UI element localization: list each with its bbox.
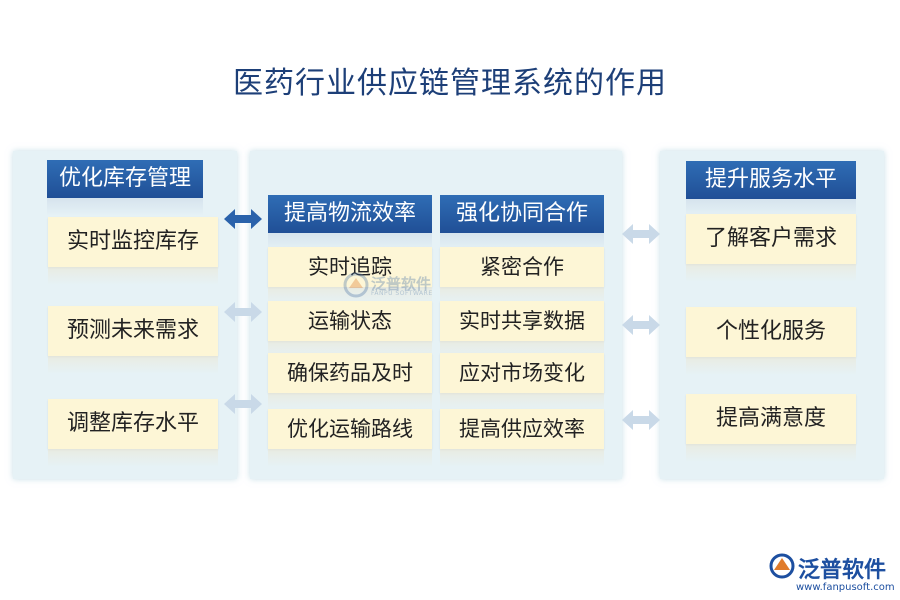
double-arrow-icon	[622, 313, 660, 337]
panel-inventory: 优化库存管理 实时监控库存 预测未来需求 调整库存水平	[13, 151, 237, 479]
box-collab-1: 紧密合作	[440, 247, 604, 305]
box-inventory-2: 预测未来需求	[48, 306, 218, 374]
logo-url: www.fanpusoft.com	[796, 582, 895, 593]
box-service-2: 个性化服务	[686, 307, 856, 375]
header-inventory: 优化库存管理	[47, 160, 203, 216]
box-logistics-2: 运输状态	[268, 301, 432, 359]
double-arrow-icon	[224, 207, 262, 231]
watermark-subtext: FANPU SOFTWARE	[371, 290, 433, 297]
double-arrow-icon	[622, 408, 660, 432]
watermark-text: 泛普软件	[371, 275, 432, 293]
box-collab-4: 提高供应效率	[440, 409, 604, 467]
fanpu-logo-icon	[769, 553, 795, 579]
box-service-3: 提高满意度	[686, 394, 856, 462]
fanpu-logo-icon	[343, 272, 369, 298]
logo-text: 泛普软件	[798, 558, 887, 583]
box-logistics-1: 实时追踪	[268, 247, 432, 305]
double-arrow-icon	[224, 392, 262, 416]
diagram-title: 医药行业供应链管理系统的作用	[233, 66, 667, 101]
header-service: 提升服务水平	[686, 161, 856, 217]
box-service-1: 了解客户需求	[686, 214, 856, 282]
box-inventory-3: 调整库存水平	[48, 399, 218, 467]
box-collab-2: 实时共享数据	[440, 301, 604, 359]
double-arrow-icon	[224, 300, 262, 324]
header-collaboration: 强化协同合作	[440, 195, 604, 251]
watermark: 泛普软件 FANPU SOFTWARE	[343, 272, 443, 300]
brand-logo: 泛普软件 www.fanpusoft.com	[768, 552, 895, 597]
box-collab-3: 应对市场变化	[440, 353, 604, 411]
box-logistics-3: 确保药品及时	[268, 353, 432, 411]
box-logistics-4: 优化运输路线	[268, 409, 432, 467]
header-logistics: 提高物流效率	[268, 195, 432, 251]
panel-service: 提升服务水平 了解客户需求 个性化服务 提高满意度	[660, 151, 884, 479]
double-arrow-icon	[622, 222, 660, 246]
panel-logistics-collab: 提高物流效率 强化协同合作 实时追踪 运输状态 确保药品及时 优化运输路线 紧密…	[250, 151, 622, 479]
box-inventory-1: 实时监控库存	[48, 217, 218, 285]
